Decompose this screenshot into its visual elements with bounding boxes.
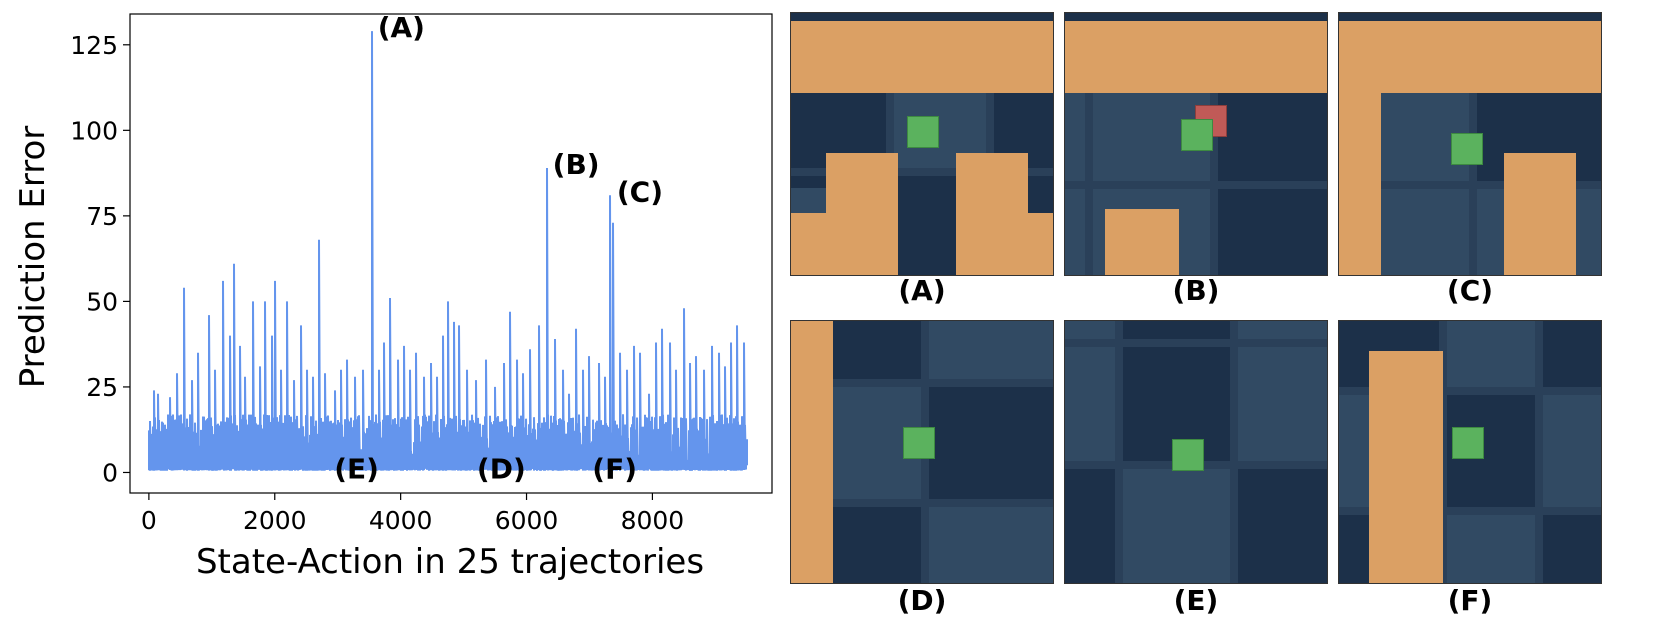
chart-annotation: (C) — [617, 175, 663, 208]
x-tick-label: 8000 — [621, 506, 685, 535]
chart-axes: 0 2000 4000 6000 8000 0 25 50 75 100 125 — [70, 13, 773, 535]
chart-line-group — [148, 31, 748, 471]
panel-label-e: (E) — [1173, 584, 1219, 617]
gridworld-panel-b — [1064, 12, 1328, 276]
x-tick-label: 6000 — [495, 506, 559, 535]
panel-label-d: (D) — [897, 584, 947, 617]
gridworld-panel-d — [790, 320, 1054, 584]
y-axis-label: Prediction Error — [13, 126, 53, 389]
plot-frame — [129, 13, 773, 494]
wall-block — [791, 321, 833, 583]
y-tick-label: 0 — [102, 458, 118, 487]
y-tick-label: 50 — [86, 287, 118, 316]
wall-block — [791, 21, 1053, 93]
wall-block — [791, 213, 831, 275]
y-tick-label: 25 — [86, 373, 118, 402]
panel-label-f: (F) — [1447, 584, 1493, 617]
agent-square — [1181, 119, 1213, 151]
wall-block — [956, 153, 1028, 275]
y-tick-label: 75 — [86, 202, 118, 231]
gridworld-panel-f — [1338, 320, 1602, 584]
agent-square — [907, 116, 939, 148]
wall-block — [1065, 21, 1327, 93]
gridworld-panel-e — [1064, 320, 1328, 584]
agent-square — [1451, 133, 1483, 165]
panel-label-a: (A) — [898, 274, 946, 307]
prediction-error-series — [148, 31, 748, 471]
wall-block — [826, 153, 898, 275]
x-tick-label: 2000 — [243, 506, 307, 535]
gridworld-panel-a — [790, 12, 1054, 276]
prediction-error-chart: 0 2000 4000 6000 8000 0 25 50 75 100 125 (A) (B) (C)… — [13, 11, 773, 582]
chart-annotation: (B) — [553, 148, 600, 181]
agent-square — [903, 427, 935, 459]
wall-block — [1369, 351, 1443, 583]
wall-block — [1339, 21, 1601, 93]
y-tick-label: 125 — [70, 31, 118, 60]
wall-block — [1105, 209, 1179, 275]
chart-annotation: (D) — [477, 452, 526, 485]
x-axis-label: State-Action in 25 trajectories — [196, 542, 704, 582]
y-tick-label: 100 — [70, 116, 118, 145]
chart-annotation: (E) — [334, 452, 379, 485]
x-tick-label: 4000 — [369, 506, 433, 535]
wall-block — [1504, 153, 1576, 275]
agent-square — [1452, 427, 1484, 459]
wall-block — [1339, 21, 1381, 275]
chart-annotation: (F) — [592, 452, 637, 485]
chart-annotation: (A) — [378, 11, 425, 44]
wall-block — [1021, 213, 1053, 275]
agent-square — [1172, 439, 1204, 471]
panel-label-b: (B) — [1172, 274, 1220, 307]
gridworld-panel-c — [1338, 12, 1602, 276]
panel-label-c: (C) — [1446, 274, 1494, 307]
chart-annotations: (A) (B) (C) (D) (E) (F) — [334, 11, 663, 485]
x-tick-label: 0 — [141, 506, 157, 535]
